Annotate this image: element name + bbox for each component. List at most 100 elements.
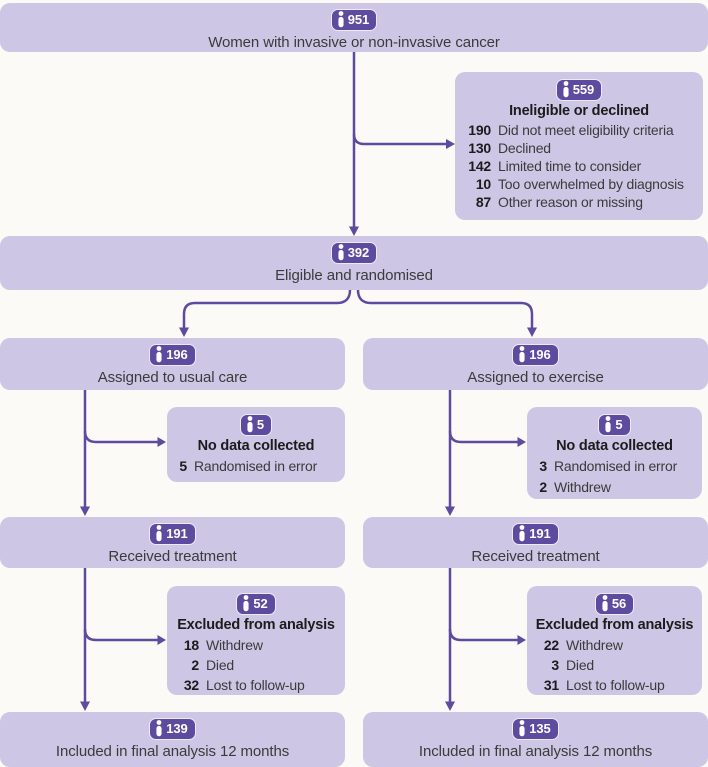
count-badge: 196: [512, 344, 559, 366]
node-title: Excluded from analysis: [177, 617, 335, 633]
arrowhead-received-usual: [80, 506, 90, 516]
node-exercise: 196 Assigned to exercise: [363, 338, 708, 390]
reason-label: Died: [206, 657, 234, 673]
reason-label: Withdrew: [554, 479, 611, 495]
node-label: Included in final analysis 12 months: [55, 743, 290, 760]
connector-to-ineligible: [352, 133, 448, 146]
node-nodata-exercise: 5 No data collected 3 Randomised in error…: [527, 407, 702, 499]
connector-split-left: [182, 289, 352, 329]
node-label: Received treatment: [108, 548, 237, 565]
reason-count: 32: [183, 677, 199, 693]
node-title: No data collected: [556, 438, 673, 454]
person-icon: [156, 525, 162, 542]
reason-label: Lost to follow-up: [206, 677, 305, 693]
arrowhead-final-usual: [80, 701, 90, 711]
arrowhead-excluded-usual: [157, 635, 166, 645]
count-value: 191: [166, 526, 188, 541]
reason-count: 22: [543, 637, 559, 653]
count-value: 392: [347, 245, 370, 260]
connector-to-nodata-usual: [83, 430, 159, 444]
reason-count: 142: [468, 158, 491, 174]
person-icon: [156, 720, 162, 737]
reason-label: Randomised in error: [554, 458, 678, 474]
count-value: 951: [347, 12, 370, 27]
reason-list: 5 Randomised in error: [175, 456, 337, 477]
arrowhead-final-exercise: [445, 701, 455, 711]
reason-count: 2: [191, 657, 199, 673]
reason-count: 87: [475, 194, 491, 210]
node-usual-care: 196 Assigned to usual care: [0, 338, 345, 390]
arrowhead-received-exercise: [445, 506, 455, 516]
person-icon: [602, 595, 608, 612]
node-title: Excluded from analysis: [535, 617, 694, 633]
person-icon: [247, 416, 253, 433]
count-value: 191: [529, 526, 551, 541]
connector-to-excluded-exercise: [448, 628, 519, 642]
count-badge: 5: [598, 414, 631, 436]
reason-count: 2: [539, 479, 547, 495]
node-received-usual: 191 Received treatment: [0, 517, 345, 568]
arrowhead-ineligible: [446, 139, 455, 149]
node-title: Ineligible or declined: [509, 103, 649, 119]
count-value: 139: [166, 721, 188, 736]
reason-label: Withdrew: [566, 637, 623, 653]
arrowhead-nodata-usual: [157, 437, 166, 447]
node-title: No data collected: [197, 438, 315, 454]
reason-count: 3: [539, 458, 547, 474]
count-badge: 191: [512, 523, 559, 545]
person-icon: [563, 81, 569, 98]
person-icon: [519, 525, 525, 542]
reason-label: Randomised in error: [194, 458, 318, 474]
reason-label: Withdrew: [206, 637, 263, 653]
count-badge: 559: [555, 79, 603, 101]
person-icon: [338, 11, 344, 28]
node-label: Included in final analysis 12 months: [418, 743, 653, 760]
count-value: 196: [529, 347, 551, 362]
reason-list: 3 Randomised in error 2 Withdrew: [535, 456, 694, 498]
node-label: Assigned to exercise: [467, 369, 604, 386]
person-icon: [605, 416, 611, 433]
reason-count: 130: [468, 140, 491, 156]
arrowhead-excluded-exercise: [517, 635, 526, 645]
connector-to-nodata-exercise: [448, 430, 519, 444]
node-label: Women with invasive or non-invasive canc…: [208, 34, 500, 51]
connector-split-right: [356, 289, 534, 329]
node-total: 951 Women with invasive or non-invasive …: [0, 3, 708, 52]
person-icon: [519, 720, 525, 737]
reason-count: 5: [179, 458, 187, 474]
node-label: Received treatment: [471, 548, 600, 565]
count-value: 56: [611, 596, 627, 611]
count-badge: 392: [330, 242, 378, 264]
arrowhead-randomised: [349, 226, 359, 236]
count-badge: 56: [594, 593, 635, 615]
count-badge: 139: [149, 718, 196, 740]
person-icon: [243, 595, 249, 612]
count-value: 559: [572, 82, 595, 97]
arrowhead-exercise: [527, 327, 537, 337]
count-badge: 196: [149, 344, 196, 366]
connector-to-excluded-usual: [83, 628, 159, 642]
count-value: 52: [253, 596, 268, 611]
person-icon: [338, 244, 344, 261]
node-final-exercise: 135 Included in final analysis 12 months: [363, 712, 708, 767]
reason-label: Died: [566, 657, 594, 673]
reason-label: Other reason or missing: [498, 194, 643, 210]
count-badge: 191: [149, 523, 196, 545]
node-received-exercise: 191 Received treatment: [363, 517, 708, 568]
reason-label: Too overwhelmed by diagnosis: [498, 176, 684, 192]
count-value: 196: [166, 347, 188, 362]
count-value: 5: [256, 417, 265, 432]
count-badge: 5: [239, 414, 273, 436]
node-label: Assigned to usual care: [97, 369, 248, 386]
arrowhead-nodata-exercise: [517, 437, 526, 447]
reason-label: Limited time to consider: [498, 158, 642, 174]
node-final-usual: 139 Included in final analysis 12 months: [0, 712, 345, 767]
count-value: 5: [615, 417, 623, 432]
